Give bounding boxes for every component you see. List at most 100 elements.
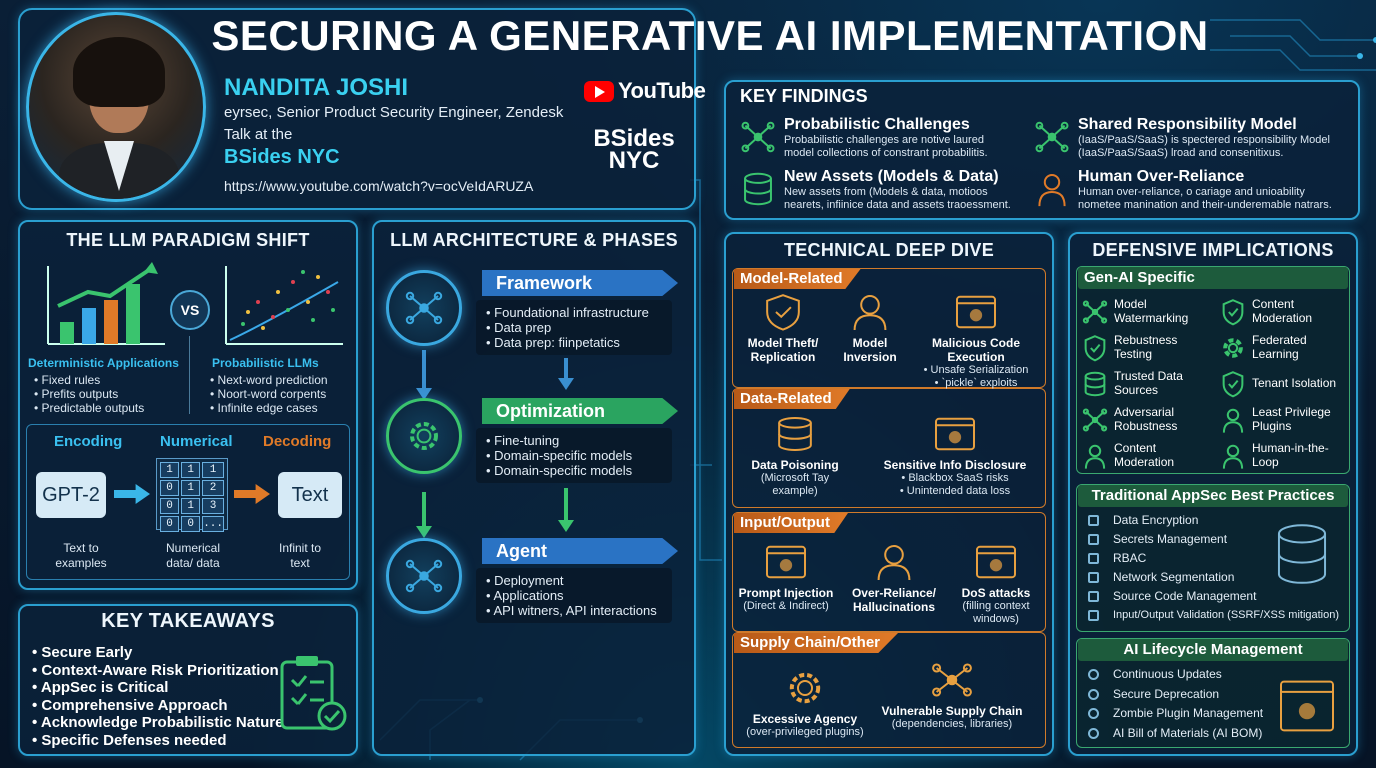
key-finding-item: Shared Responsibility Model (IaaS/PaaS/Sa…	[1078, 115, 1358, 160]
phase-item: • Applications	[486, 588, 564, 603]
threat-detail: • Unsafe Serialization	[923, 364, 1029, 376]
bsides-logo: BSides NYC	[582, 127, 686, 173]
threat-detail: example)	[772, 485, 818, 497]
threat-item: Malicious Code Execution• Unsafe Seriali…	[906, 336, 1046, 390]
speaker-avatar	[26, 12, 206, 202]
threat-title: Data Poisoning	[751, 458, 839, 472]
genai-item-line: Human-in-the-	[1252, 441, 1329, 455]
person-icon	[1222, 444, 1244, 469]
lifecycle-bullet-icon	[1088, 688, 1099, 700]
phase-item: • Domain-specific models	[486, 448, 633, 463]
probabilistic-item: • Next-word prediction	[210, 373, 328, 387]
document-gear-icon	[1280, 680, 1334, 732]
genai-item: Tenant Isolation	[1252, 376, 1356, 390]
deterministic-item: • Predictable outputs	[34, 401, 145, 415]
phase-item: • Foundational infrastructure	[486, 305, 649, 320]
key-finding-text: (IaaS/PaaS/SaaS) lroad and consenitixus.	[1078, 147, 1284, 159]
deep-dive-category: Supply Chain/Other	[734, 633, 899, 653]
appsec-bullet-icon	[1088, 534, 1099, 545]
phase-label: Optimization	[482, 398, 678, 424]
phase-item: • API witners, API interactions	[486, 603, 657, 618]
phase-item: • Data prep	[486, 320, 552, 335]
genai-item-line: Model	[1114, 297, 1147, 311]
key-finding-text: nometee manination and their-underemable…	[1078, 199, 1332, 211]
threat-title: Model	[852, 336, 888, 350]
video-url[interactable]: https://www.youtube.com/watch?v=ocVeIdAR…	[224, 178, 534, 194]
shield-lock-icon	[1222, 371, 1244, 398]
genai-item-line: Tenant Isolation	[1252, 376, 1337, 390]
key-finding-text: New assets from (Models & data, motioos	[784, 186, 988, 198]
matrix-cell: 0	[181, 516, 201, 532]
shield-check-icon	[1084, 335, 1106, 362]
person-icon	[1038, 173, 1066, 207]
matrix-cell: 0	[160, 516, 180, 532]
document-lock-icon	[935, 417, 975, 451]
matrix-cell: 1	[181, 480, 201, 496]
youtube-label: YouTube	[618, 78, 706, 103]
lifecycle-item: AI Bill of Materials (AI BOM)	[1113, 725, 1263, 740]
paradigm-title: THE LLM PARADIGM SHIFT	[66, 230, 310, 250]
decoding-label: Decoding	[263, 433, 332, 450]
matrix-cell: 1	[181, 462, 201, 478]
head-question-icon	[877, 545, 911, 581]
encoding-label: Encoding	[54, 433, 123, 450]
architecture-arrows	[416, 350, 574, 538]
appsec-item: Network Segmentation	[1113, 570, 1235, 584]
lifecycle-bullet-icon	[1088, 727, 1099, 739]
matrix-cell: 2	[202, 480, 224, 496]
key-finding-title: New Assets (Models & Data)	[784, 168, 999, 185]
key-finding-text: nearets, infiinice data and assets traoe…	[784, 199, 1011, 211]
appsec-item: Source Code Management	[1113, 589, 1257, 603]
head-brain-icon	[853, 295, 887, 331]
genai-item-line: Content	[1252, 297, 1295, 311]
genai-item-line: Testing	[1114, 347, 1153, 361]
phase-details: • Fine-tuning• Domain-specific models• D…	[476, 428, 672, 483]
genai-item-line: Trusted Data	[1114, 369, 1183, 383]
takeaway-item: • Context-Aware Risk Prioritization	[32, 661, 279, 679]
agent-globe-icon	[386, 538, 462, 614]
speaker-role: eyrsec, Senior Product Security Engineer…	[224, 104, 564, 121]
deep-dive-category: Model-Related	[734, 269, 861, 289]
probabilistic-list: • Next-word prediction• Noort-word corpe…	[210, 373, 328, 415]
hierarchy-icon	[1035, 121, 1069, 153]
key-finding-text: model collections of constrant probabili…	[784, 147, 988, 159]
speaker-name: NANDITA JOSHI	[224, 74, 409, 101]
agent-globe-icon-glyph	[405, 559, 443, 593]
architecture-title: LLM ARCHITECTURE & PHASES	[390, 230, 678, 250]
genai-section	[1076, 266, 1350, 474]
genai-item-line: Least Privilege	[1252, 405, 1331, 419]
bar-chart-icon	[47, 262, 165, 345]
youtube-logo[interactable]: YouTube	[584, 78, 706, 104]
genai-item-line: Loop	[1252, 455, 1279, 469]
key-finding-title: Shared Responsibility Model	[1078, 116, 1297, 133]
genai-item-line: Learning	[1252, 347, 1299, 361]
threat-detail: • Unintended data loss	[899, 485, 1011, 497]
key-finding-title: Human Over-Reliance	[1078, 168, 1245, 185]
brain-gear-icon-glyph	[410, 422, 438, 450]
threat-detail: (dependencies, libraries)	[891, 718, 1013, 730]
phase-details: • Foundational infrastructure• Data prep…	[476, 300, 672, 355]
threat-item: Excessive Agency(over-privileged plugins…	[740, 712, 870, 739]
brain-shield-icon	[1082, 408, 1108, 432]
appsec-item: Input/Output Validation (SSRF/XSS mitiga…	[1113, 609, 1340, 621]
genai-item-line: Moderation	[1252, 311, 1313, 325]
phase-item: • Data prep: fiinpetatics	[486, 335, 620, 350]
gpt2-bubble: GPT-2	[36, 472, 106, 518]
deep-dive-section	[732, 268, 1046, 388]
matrix-cell: 1	[160, 462, 180, 478]
threat-item: Prompt Injection(Direct & Indirect)	[738, 586, 834, 613]
appsec-bullet-icon	[1088, 591, 1099, 602]
threat-detail: (Microsoft Tay	[760, 472, 830, 484]
takeaways-list: • Secure Early• Context-Aware Risk Prior…	[32, 644, 283, 750]
takeaway-item: • Comprehensive Approach	[32, 696, 228, 714]
genai-item-line: Watermarking	[1114, 311, 1189, 325]
probabilistic-title: Probabilistic LLMs	[212, 356, 319, 370]
appsec-label: Traditional AppSec Best Practices	[1078, 485, 1348, 507]
appsec-bullet-icon	[1088, 553, 1099, 564]
deep-dive-panel	[724, 232, 1054, 756]
